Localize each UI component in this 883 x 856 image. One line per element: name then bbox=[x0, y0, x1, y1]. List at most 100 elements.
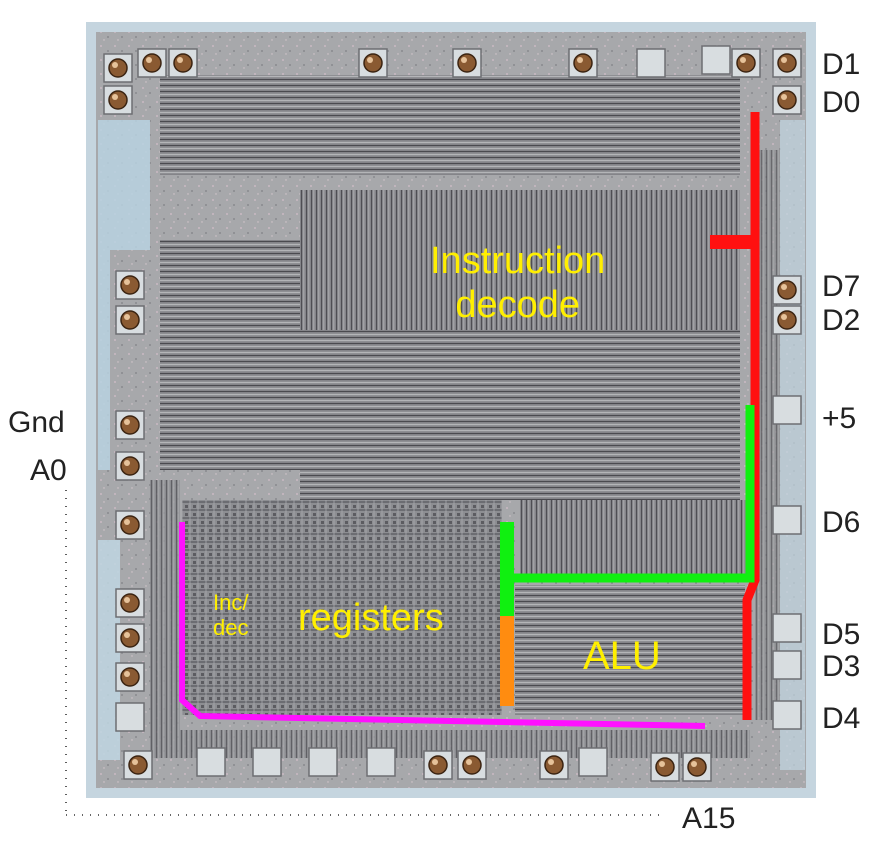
bond-wire-ball bbox=[777, 90, 797, 110]
bond-wire-highlight bbox=[124, 597, 130, 603]
bond-wire-highlight bbox=[132, 759, 138, 765]
bond-wire-highlight bbox=[124, 419, 130, 425]
bond-wire-ball bbox=[428, 755, 448, 775]
register-file bbox=[272, 500, 502, 715]
bond-wire-highlight bbox=[691, 761, 697, 767]
bond-wire-ball bbox=[655, 757, 675, 777]
bond-pad bbox=[772, 613, 802, 643]
bond-wire-ball bbox=[687, 757, 707, 777]
bond-wire-highlight bbox=[112, 94, 118, 100]
pin-label-plus5: +5 bbox=[822, 402, 857, 435]
bond-wire-highlight bbox=[781, 57, 787, 63]
bond-wire-ball bbox=[120, 515, 140, 535]
bond-wire-highlight bbox=[548, 759, 554, 765]
bond-wire-ball bbox=[128, 755, 148, 775]
bond-pad bbox=[578, 747, 608, 777]
bond-wire-highlight bbox=[577, 57, 583, 63]
bond-pad bbox=[772, 650, 802, 680]
bond-wire-highlight bbox=[124, 671, 130, 677]
alu-block bbox=[515, 585, 745, 715]
bond-wire-highlight bbox=[124, 460, 130, 466]
bond-wire-highlight bbox=[124, 519, 130, 525]
bond-wire-highlight bbox=[461, 57, 467, 63]
pin-label-d7: D7 bbox=[822, 270, 861, 303]
instruction-decode-line2: decode bbox=[455, 283, 580, 326]
bond-wire-ball bbox=[142, 53, 162, 73]
bond-wire-highlight bbox=[432, 759, 438, 765]
bond-pad bbox=[196, 747, 226, 777]
bond-wire-highlight bbox=[124, 279, 130, 285]
bond-wire-ball bbox=[457, 53, 477, 73]
bond-wire-highlight bbox=[146, 57, 152, 63]
registers-label: registers bbox=[298, 597, 444, 639]
bond-wire-ball bbox=[120, 667, 140, 687]
bond-pad bbox=[701, 45, 731, 75]
bond-pad bbox=[366, 747, 396, 777]
bond-wire-highlight bbox=[740, 57, 746, 63]
bond-wire-ball bbox=[120, 275, 140, 295]
pin-label-d2: D2 bbox=[822, 304, 861, 337]
bond-wire-ball bbox=[363, 53, 383, 73]
bond-wire-ball bbox=[777, 53, 797, 73]
alu-label: ALU bbox=[583, 634, 661, 678]
bond-wire-ball bbox=[736, 53, 756, 73]
inc-dec-line2: dec bbox=[213, 615, 249, 641]
magenta-bus bbox=[179, 522, 706, 729]
bond-wire-highlight bbox=[177, 57, 183, 63]
pin-label-d6: D6 bbox=[822, 506, 861, 539]
bond-wire-ball bbox=[120, 310, 140, 330]
pin-label-d5: D5 bbox=[822, 618, 861, 651]
inc-dec-block bbox=[182, 500, 272, 715]
bond-wire-ball bbox=[573, 53, 593, 73]
bond-wire-highlight bbox=[781, 314, 787, 320]
inc-dec-line1: Inc/ bbox=[213, 590, 249, 615]
bond-wire-ball bbox=[108, 90, 128, 110]
bond-wire-ball bbox=[120, 593, 140, 613]
pin-label-gnd: Gnd bbox=[8, 406, 65, 439]
bond-wire-ball bbox=[173, 53, 193, 73]
left-wiring bbox=[160, 240, 300, 470]
instruction-decode-label: Instruction decode bbox=[430, 240, 605, 327]
bond-pad bbox=[772, 395, 802, 425]
pin-label-d1: D1 bbox=[822, 48, 861, 81]
pin-label-a0: A0 bbox=[30, 454, 67, 487]
bond-pad bbox=[115, 702, 145, 732]
alu-upper bbox=[520, 500, 750, 580]
bond-wire-ball bbox=[120, 628, 140, 648]
top-wiring bbox=[160, 75, 740, 175]
bus-overlays bbox=[179, 112, 760, 729]
bond-wire-ball bbox=[120, 456, 140, 476]
bond-wire-highlight bbox=[781, 94, 787, 100]
pin-label-d3: D3 bbox=[822, 650, 861, 683]
bond-wire-highlight bbox=[781, 284, 787, 290]
bond-wire-highlight bbox=[124, 632, 130, 638]
bond-wire-highlight bbox=[466, 759, 472, 765]
inc-dec-label: Inc/ dec bbox=[213, 590, 248, 641]
bond-wire-highlight bbox=[112, 62, 118, 68]
bond-wire-ball bbox=[777, 280, 797, 300]
bond-wire-highlight bbox=[659, 761, 665, 767]
bond-pad bbox=[636, 48, 666, 78]
red-bus bbox=[742, 112, 760, 720]
bond-pad bbox=[772, 505, 802, 535]
bond-pad bbox=[772, 700, 802, 730]
bond-wire-highlight bbox=[367, 57, 373, 63]
bond-pad bbox=[252, 747, 282, 777]
bond-wire-highlight bbox=[124, 314, 130, 320]
bond-wire-ball bbox=[108, 58, 128, 78]
pin-label-a15: A15 bbox=[682, 802, 736, 835]
pin-label-d4: D4 bbox=[822, 702, 861, 735]
bond-wire-ball bbox=[777, 310, 797, 330]
bond-wire-ball bbox=[544, 755, 564, 775]
instruction-decode-line1: Instruction bbox=[430, 240, 606, 282]
bond-wire-ball bbox=[120, 415, 140, 435]
pin-label-d0: D0 bbox=[822, 86, 861, 119]
bond-pads bbox=[103, 45, 802, 782]
decode-lower-wiring bbox=[300, 330, 740, 500]
green-bus bbox=[507, 405, 755, 583]
bond-wire-ball bbox=[462, 755, 482, 775]
decode-pla bbox=[300, 190, 740, 330]
bond-pad bbox=[308, 747, 338, 777]
